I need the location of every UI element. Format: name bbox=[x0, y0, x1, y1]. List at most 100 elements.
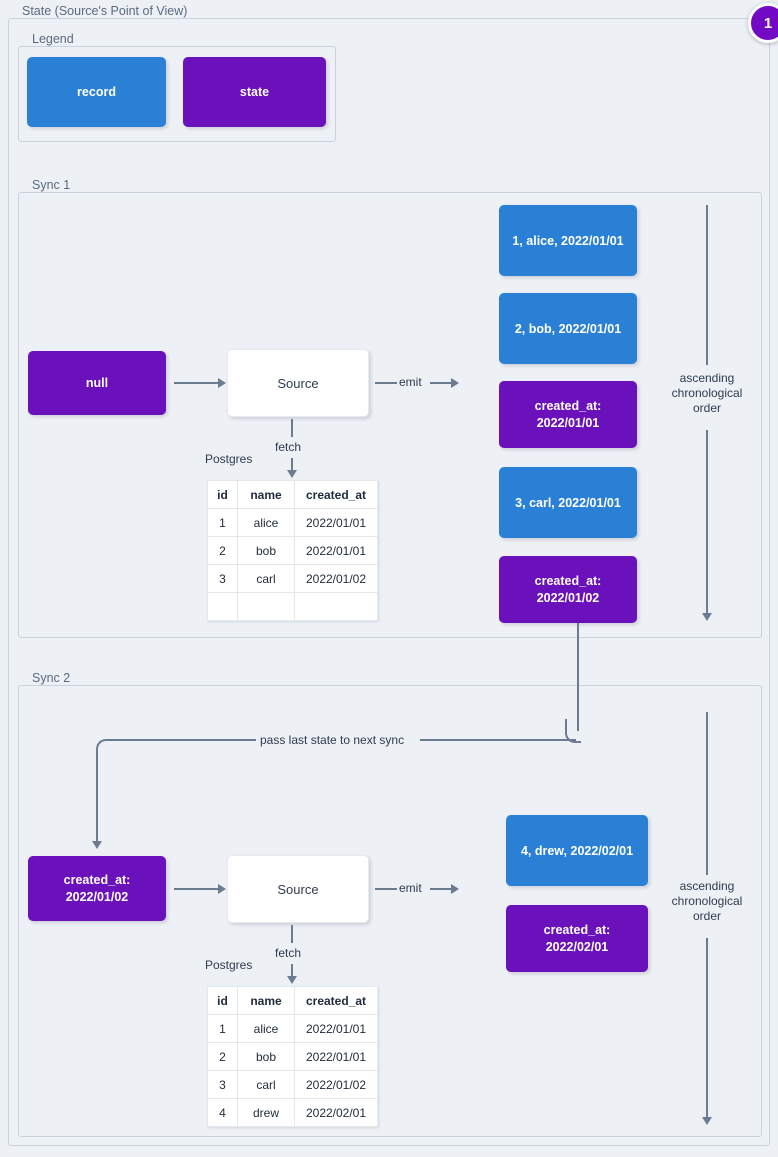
sync2-r2-date: 2022/01/02 bbox=[294, 1070, 378, 1099]
sync1-emitted-state-1-line1: created_at: bbox=[534, 398, 602, 413]
sync1-r1-id: 2 bbox=[207, 536, 238, 565]
sync2-emit-line-right bbox=[430, 888, 451, 890]
sync1-emitted-record-3-label: 3, carl, 2022/01/01 bbox=[515, 495, 621, 510]
sync1-r0-name: alice bbox=[237, 508, 295, 537]
sync1-emitted-state-1-lines: created_at: 2022/01/01 bbox=[535, 398, 602, 432]
sync1-emitted-record-1: 1, alice, 2022/01/01 bbox=[499, 205, 637, 276]
sync2-col-date: created_at bbox=[294, 986, 378, 1015]
sync2-arrow-state-to-source-head bbox=[218, 884, 226, 894]
sync1-order-axis-arrow-head bbox=[702, 613, 712, 621]
sync1-emit-arrow-head bbox=[451, 378, 459, 388]
table-row: 2 bob 2022/01/01 bbox=[207, 536, 378, 565]
sync1-emitted-state-2-lines: created_at: 2022/01/02 bbox=[535, 573, 602, 607]
sync1-input-state-label: null bbox=[85, 375, 109, 390]
sync1-r2-id: 3 bbox=[207, 564, 238, 593]
sync1-frame bbox=[18, 192, 762, 638]
sync2-label: Sync 2 bbox=[28, 671, 75, 685]
sync1-arrow-state-to-source-head bbox=[218, 378, 226, 388]
sync2-emit-arrow-head bbox=[451, 884, 459, 894]
sync2-emitted-record-1: 4, drew, 2022/02/01 bbox=[506, 815, 648, 886]
sync2-emit-line-left bbox=[375, 888, 397, 890]
sync2-fetch-line-top bbox=[291, 925, 293, 943]
sync1-source-label: Source bbox=[277, 375, 319, 391]
outer-group-label: State (Source's Point of View) bbox=[18, 4, 192, 18]
pass-state-line-left-segment bbox=[108, 739, 256, 741]
step-badge-1: 1 bbox=[748, 3, 778, 43]
table-row: 4 drew 2022/02/01 bbox=[207, 1098, 378, 1127]
legend-swatch-record: record bbox=[27, 57, 166, 127]
sync2-emitted-state-1-line2: 2022/02/01 bbox=[545, 939, 609, 954]
sync1-label: Sync 1 bbox=[28, 178, 75, 192]
sync1-r1-name: bob bbox=[237, 536, 295, 565]
sync1-r2-name: carl bbox=[237, 564, 295, 593]
table-row: 1 alice 2022/01/01 bbox=[207, 508, 378, 537]
sync1-postgres-table: id name created_at 1 alice 2022/01/01 2 … bbox=[207, 480, 378, 621]
sync2-input-state-line2: 2022/01/02 bbox=[65, 889, 129, 904]
sync1-fetch-line-top bbox=[291, 419, 293, 437]
sync2-r3-name: drew bbox=[237, 1098, 295, 1127]
sync1-emit-label: emit bbox=[399, 375, 422, 389]
sync1-emitted-record-2-label: 2, bob, 2022/01/01 bbox=[514, 321, 622, 336]
sync1-r3-name bbox=[237, 592, 295, 621]
sync2-source-node: Source bbox=[227, 855, 369, 923]
pass-state-elbow-left bbox=[96, 739, 112, 755]
sync2-order-axis-arrow-head bbox=[702, 1117, 712, 1125]
sync2-r1-name: bob bbox=[237, 1042, 295, 1071]
sync1-r3-id bbox=[207, 592, 238, 621]
sync1-source-node: Source bbox=[227, 349, 369, 417]
sync1-emitted-state-2: created_at: 2022/01/02 bbox=[499, 556, 637, 623]
sync2-input-state: created_at: 2022/01/02 bbox=[28, 856, 166, 921]
sync2-emitted-state-1: created_at: 2022/02/01 bbox=[506, 905, 648, 972]
sync1-emitted-record-2: 2, bob, 2022/01/01 bbox=[499, 293, 637, 364]
sync1-col-name: name bbox=[237, 480, 295, 509]
pass-state-arrow-head bbox=[92, 841, 102, 849]
sync2-emitted-state-1-lines: created_at: 2022/02/01 bbox=[544, 922, 611, 956]
sync2-r3-date: 2022/02/01 bbox=[294, 1098, 378, 1127]
pass-state-label: pass last state to next sync bbox=[260, 733, 405, 747]
table-row: 1 alice 2022/01/01 bbox=[207, 1014, 378, 1043]
sync1-r2-date: 2022/01/02 bbox=[294, 564, 378, 593]
sync2-r0-id: 1 bbox=[207, 1014, 238, 1043]
sync1-col-id: id bbox=[207, 480, 238, 509]
sync2-source-label: Source bbox=[277, 881, 319, 897]
sync2-r1-id: 2 bbox=[207, 1042, 238, 1071]
legend-swatch-state: state bbox=[183, 57, 326, 127]
sync2-r2-id: 3 bbox=[207, 1070, 238, 1099]
pass-state-line-down-left bbox=[96, 750, 98, 842]
pass-state-line-down-right bbox=[577, 623, 579, 731]
sync1-fetch-label: fetch bbox=[275, 440, 302, 454]
sync2-fetch-label: fetch bbox=[275, 946, 302, 960]
sync1-arrow-state-to-source-line bbox=[174, 382, 218, 384]
sync2-col-id: id bbox=[207, 986, 238, 1015]
table-row: 3 carl 2022/01/02 bbox=[207, 564, 378, 593]
sync1-emitted-state-2-line1: created_at: bbox=[534, 573, 602, 588]
sync1-fetch-arrow-head bbox=[287, 470, 297, 478]
legend-swatch-record-label: record bbox=[77, 85, 116, 99]
sync2-order-axis-bottom bbox=[706, 938, 708, 1118]
sync1-emitted-state-1-line2: 2022/01/01 bbox=[536, 415, 600, 430]
sync2-emitted-record-1-label: 4, drew, 2022/02/01 bbox=[520, 843, 634, 858]
sync2-emit-label: emit bbox=[399, 881, 422, 895]
sync1-r3-date bbox=[294, 592, 378, 621]
sync1-emit-line-right bbox=[430, 382, 451, 384]
sync1-emitted-state-2-line2: 2022/01/02 bbox=[536, 590, 600, 605]
sync1-order-axis-top bbox=[706, 205, 708, 365]
pass-state-line-right-segment bbox=[420, 739, 576, 741]
sync1-emit-line-left bbox=[375, 382, 397, 384]
sync1-r0-date: 2022/01/01 bbox=[294, 508, 378, 537]
pass-state-elbow-right bbox=[565, 719, 581, 743]
table-row: 2 bob 2022/01/01 bbox=[207, 1042, 378, 1071]
sync2-arrow-state-to-source-line bbox=[174, 888, 218, 890]
table-header-row: id name created_at bbox=[207, 986, 378, 1015]
sync1-group: Sync 1 bbox=[18, 178, 762, 638]
sync1-col-date: created_at bbox=[294, 480, 378, 509]
table-row-empty bbox=[207, 592, 378, 621]
sync1-emitted-record-1-label: 1, alice, 2022/01/01 bbox=[512, 233, 624, 248]
sync2-fetch-arrow-head bbox=[287, 976, 297, 984]
sync1-emitted-state-1: created_at: 2022/01/01 bbox=[499, 381, 637, 448]
sync2-order-axis-top bbox=[706, 712, 708, 875]
sync2-input-state-line1: created_at: bbox=[63, 872, 131, 887]
sync2-col-name: name bbox=[237, 986, 295, 1015]
sync2-emitted-state-1-line1: created_at: bbox=[543, 922, 611, 937]
